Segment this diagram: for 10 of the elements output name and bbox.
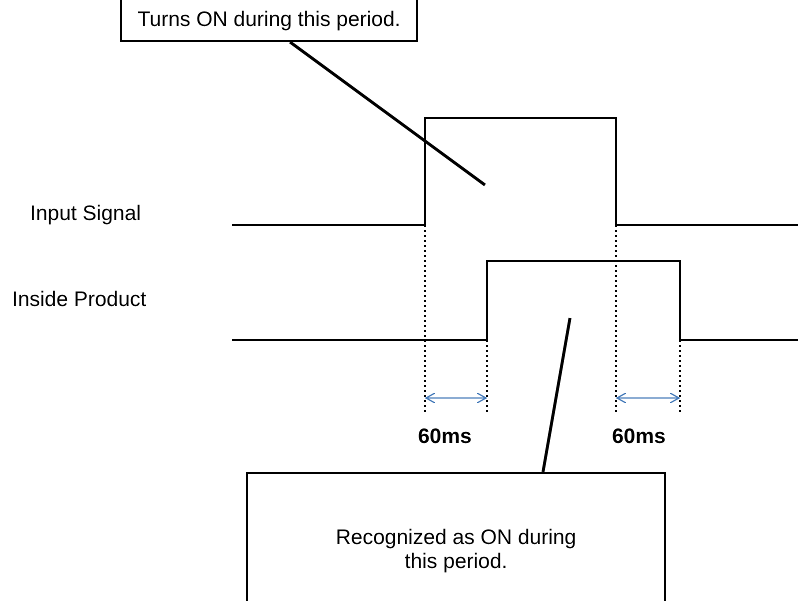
signal-name: Input Signal <box>30 202 141 226</box>
duration-label: 60ms <box>418 425 472 449</box>
duration-label: 60ms <box>612 425 666 449</box>
callout-text: Turns ON during this period. <box>137 8 400 32</box>
callout-text: Recognized as ON during this period. <box>334 526 578 574</box>
leader-line <box>289 40 486 186</box>
leader-line <box>542 318 572 472</box>
callout-box <box>120 0 418 42</box>
signal-name: Inside Product <box>12 288 146 312</box>
callout-box <box>246 472 666 601</box>
